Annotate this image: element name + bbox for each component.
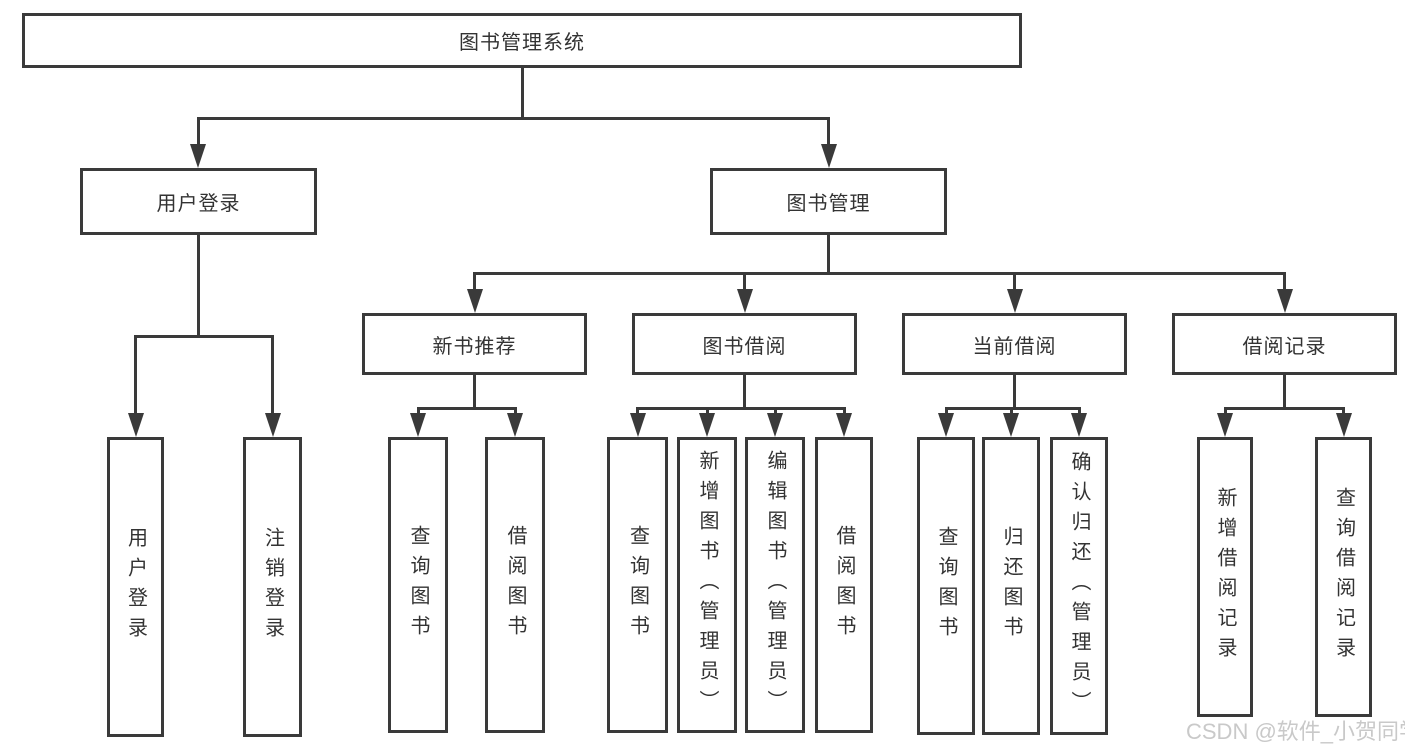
connector-arm <box>743 272 746 292</box>
node-borrow-records: 借阅记录 <box>1172 313 1397 375</box>
arrowhead-icon <box>1071 413 1087 437</box>
connector-arm <box>705 407 709 416</box>
node-label: 注销登录 <box>261 527 284 647</box>
connector-level3-bar <box>473 272 1286 275</box>
arrowhead-icon <box>466 289 483 313</box>
arrowhead-icon <box>1006 289 1023 313</box>
connector-stem <box>1013 375 1016 409</box>
connector-arm <box>1223 407 1227 416</box>
node-label: 借阅图书 <box>504 525 526 645</box>
connector-arm <box>1013 272 1016 292</box>
arrowhead-icon <box>699 413 715 437</box>
node-label: 用户登录 <box>156 193 241 215</box>
connector-arm <box>271 335 274 415</box>
connector-arm <box>944 407 948 416</box>
node-label: 查询图书 <box>935 526 957 646</box>
node-borrow-books-leaf: 借阅图书 <box>815 437 873 733</box>
arrowhead-icon <box>820 144 837 168</box>
node-label: 编辑图书（管理员） <box>764 450 786 720</box>
node-label: 当前借阅 <box>972 335 1057 358</box>
arrowhead-icon <box>836 413 852 437</box>
node-new-book-recommend: 新书推荐 <box>362 313 587 375</box>
connector-level2-bar <box>197 117 830 120</box>
node-label: 查询借阅记录 <box>1332 487 1355 667</box>
node-label: 新书推荐 <box>432 335 517 358</box>
arrowhead-icon <box>507 413 523 437</box>
arrowhead-icon <box>1335 413 1352 437</box>
node-label: 图书管理 <box>786 193 871 215</box>
node-user-login-leaf: 用户登录 <box>107 437 164 737</box>
connector-arm <box>636 407 639 416</box>
arrowhead-icon <box>410 413 426 437</box>
csdn-watermark: CSDN @软件_小贺同学 <box>1186 719 1405 744</box>
node-query-books-borrow: 查询图书 <box>607 437 668 733</box>
connector-arm <box>827 117 830 145</box>
connector-arm <box>1283 272 1286 292</box>
arrowhead-icon <box>1003 413 1019 437</box>
connector-bar <box>944 407 1081 410</box>
connector-arm <box>1077 407 1081 416</box>
node-edit-book-admin: 编辑图书（管理员） <box>745 437 805 733</box>
node-current-borrow: 当前借阅 <box>902 313 1127 375</box>
connector-bar <box>134 335 274 338</box>
arrowhead-icon <box>767 413 783 437</box>
connector-stem <box>473 375 476 409</box>
node-label: 借阅图书 <box>833 525 855 645</box>
arrowhead-icon <box>190 144 206 168</box>
node-add-borrow-record: 新增借阅记录 <box>1197 437 1253 717</box>
node-query-books-current: 查询图书 <box>917 437 975 735</box>
node-label: 归还图书 <box>1000 526 1022 646</box>
node-logout-leaf: 注销登录 <box>243 437 302 737</box>
arrowhead-icon <box>1276 289 1293 313</box>
connector-arm <box>1009 407 1013 416</box>
connector-bar <box>636 407 846 410</box>
node-root: 图书管理系统 <box>22 13 1022 68</box>
arrowhead-icon <box>264 413 281 437</box>
node-return-book: 归还图书 <box>982 437 1040 735</box>
node-add-book-admin: 新增图书（管理员） <box>677 437 737 733</box>
node-label: 新增借阅记录 <box>1214 487 1236 667</box>
connector-arm <box>1342 407 1345 416</box>
node-label: 查询图书 <box>407 525 429 645</box>
node-book-management: 图书管理 <box>710 168 947 235</box>
connector-arm <box>196 117 200 145</box>
node-query-borrow-record: 查询借阅记录 <box>1315 437 1372 717</box>
connector-stem <box>743 375 746 409</box>
node-label: 查询图书 <box>626 525 649 645</box>
node-book-borrow: 图书借阅 <box>632 313 857 375</box>
node-borrow-books-recommend: 借阅图书 <box>485 437 545 733</box>
connector-arm <box>513 407 517 416</box>
arrowhead-icon <box>127 413 144 437</box>
connector-bar <box>1223 407 1345 410</box>
connector-stem <box>196 235 200 337</box>
arrowhead-icon <box>1217 413 1233 437</box>
connector-arm <box>473 272 476 292</box>
node-label: 新增图书（管理员） <box>696 450 718 720</box>
arrowhead-icon <box>736 289 753 313</box>
node-user-login: 用户登录 <box>80 168 317 235</box>
node-label: 图书借阅 <box>702 335 787 358</box>
connector-arm <box>773 407 777 416</box>
connector-stem <box>1283 375 1286 409</box>
arrowhead-icon <box>629 413 646 437</box>
connector-bar <box>416 407 517 410</box>
node-query-books-recommend: 查询图书 <box>388 437 448 733</box>
connector-arm <box>842 407 846 416</box>
arrowhead-icon <box>938 413 954 437</box>
node-label: 用户登录 <box>124 527 147 647</box>
connector-arm <box>416 407 420 416</box>
connector-stem <box>827 235 830 274</box>
connector-arm <box>134 335 137 415</box>
node-confirm-return-admin: 确认归还（管理员） <box>1050 437 1108 735</box>
node-label: 借阅记录 <box>1242 335 1327 358</box>
node-label: 确认归还（管理员） <box>1068 451 1090 721</box>
node-root-label: 图书管理系统 <box>459 32 585 54</box>
connector-root-stem <box>520 68 524 120</box>
